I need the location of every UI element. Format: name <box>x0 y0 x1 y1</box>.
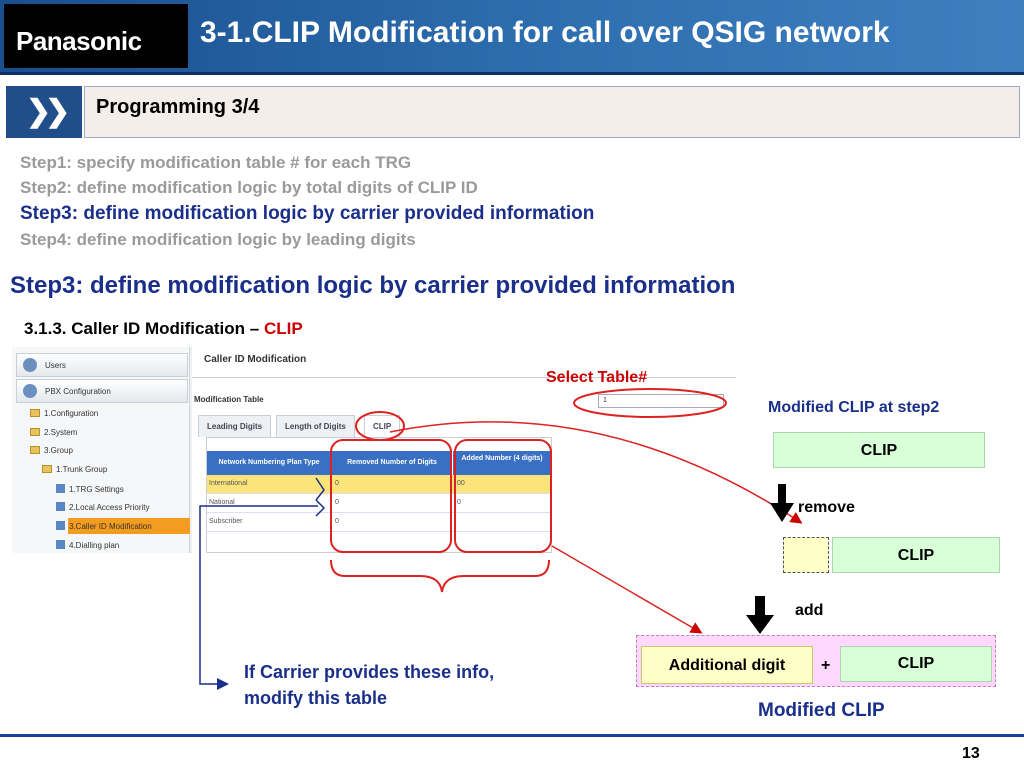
page-icon <box>56 540 65 549</box>
pbx-icon <box>23 384 37 398</box>
additional-digit-box: Additional digit <box>641 646 813 684</box>
panel-divider <box>192 377 736 378</box>
users-icon <box>23 358 37 372</box>
removed-digit-box <box>783 537 829 573</box>
page-number: 13 <box>962 745 980 762</box>
tree-item-trg-settings[interactable]: 1.TRG Settings <box>56 484 124 494</box>
panasonic-logo: Panasonic <box>16 26 142 56</box>
pbx-config-button[interactable]: PBX Configuration <box>16 379 188 403</box>
add-label: add <box>795 602 824 619</box>
tab-leading-digits[interactable]: Leading Digits <box>198 415 272 437</box>
remove-label: remove <box>798 499 855 516</box>
folder-icon <box>30 446 40 454</box>
carrier-arrow <box>199 505 318 690</box>
logo-box: Panasonic <box>4 4 188 68</box>
slide-title: 3-1.CLIP Modification for call over QSIG… <box>200 16 890 49</box>
page-icon <box>56 502 65 511</box>
step-3: Step3: define modification logic by carr… <box>20 203 595 224</box>
step-4: Step4: define modification logic by lead… <box>20 230 416 249</box>
step-2: Step2: define modification logic by tota… <box>20 178 478 197</box>
page-icon <box>56 484 65 493</box>
sub-heading: 3.1.3. Caller ID Modification – CLIP <box>24 319 303 338</box>
down-arrow-icon <box>746 596 774 634</box>
header-divider <box>0 72 1024 75</box>
tree-selection <box>68 518 190 534</box>
folder-icon <box>30 428 40 436</box>
section-bar <box>84 86 1020 138</box>
select-table-label: Select Table# <box>546 369 648 386</box>
main-heading: Step3: define modification logic by carr… <box>10 272 736 299</box>
section-title: Programming 3/4 <box>96 96 260 118</box>
plus-sign: + <box>821 657 831 674</box>
tree-item-configuration[interactable]: 1.Configuration <box>30 409 98 418</box>
down-arrow-icon <box>770 484 794 522</box>
select-table-highlight <box>573 388 727 418</box>
added-column-highlight <box>454 439 552 553</box>
col-header-removed: Removed Number of Digits <box>332 451 452 475</box>
tab-length-of-digits[interactable]: Length of Digits <box>276 415 355 437</box>
carrier-note-line2: modify this table <box>244 688 388 708</box>
page-icon <box>56 521 65 530</box>
tree-item-group[interactable]: 3.Group <box>30 446 73 455</box>
clip-tab-highlight <box>355 411 405 441</box>
folder-icon <box>42 465 52 473</box>
tree-item-dialling-plan[interactable]: 4.Dialling plan <box>56 540 119 550</box>
arrow-to-add <box>551 545 703 634</box>
tree-item-caller-id-mod[interactable]: 3.Caller ID Modification <box>56 521 152 531</box>
bracket-rows-2 <box>315 499 326 517</box>
clip-box-step2: CLIP <box>773 432 985 468</box>
clip-box-final: CLIP <box>840 646 992 682</box>
folder-icon <box>30 409 40 417</box>
tree-item-trunk-group[interactable]: 1.Trunk Group <box>42 465 107 474</box>
col-header-added: Added Number (4 digits) <box>453 451 551 475</box>
panel-title: Caller ID Modification <box>204 354 307 365</box>
step-1: Step1: specify modification table # for … <box>20 153 412 172</box>
modified-clip-label: Modified CLIP <box>758 700 885 721</box>
users-button[interactable]: Users <box>16 353 188 377</box>
footer-line <box>0 734 1024 737</box>
double-chevron-icon: ❯❯ <box>6 86 82 138</box>
brace <box>330 559 550 593</box>
modification-table-select[interactable]: 1 <box>598 394 724 408</box>
pbx-screenshot: Users PBX Configuration 1.Configuration … <box>12 347 736 553</box>
sidebar: Users PBX Configuration 1.Configuration … <box>12 347 190 553</box>
carrier-note-line1: If Carrier provides these info, <box>244 662 495 682</box>
tree-item-local-access[interactable]: 2.Local Access Priority <box>56 502 149 512</box>
modified-step2-label: Modified CLIP at step2 <box>768 399 940 416</box>
bracket-rows <box>315 477 325 501</box>
col-header-plan-type: Network Numbering Plan Type <box>207 451 331 475</box>
clip-box-after-remove: CLIP <box>832 537 1000 573</box>
modification-table-label: Modification Table <box>194 395 264 404</box>
removed-column-highlight <box>330 439 452 553</box>
tree-item-system[interactable]: 2.System <box>30 428 77 437</box>
arrow-to-remove <box>389 421 803 524</box>
